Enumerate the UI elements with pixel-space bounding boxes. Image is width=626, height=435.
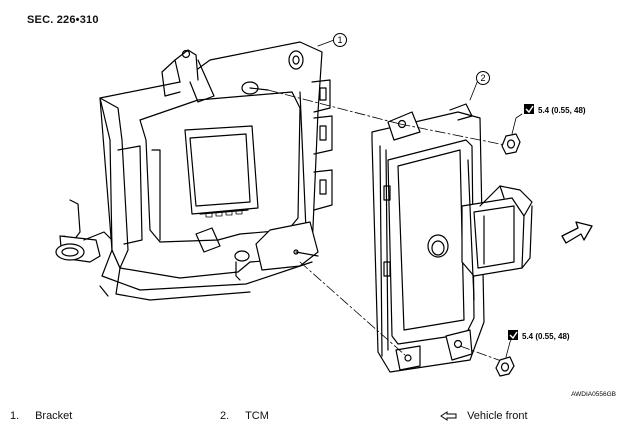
- nut-upper: [501, 133, 521, 155]
- legend-item-tcm: 2. TCM: [220, 410, 269, 422]
- legend-label: Bracket: [35, 410, 73, 422]
- torque-wrench-icon: [524, 104, 534, 114]
- legend-label: Vehicle front: [467, 410, 528, 422]
- image-code: AWDIA0556GB: [571, 391, 616, 398]
- vehicle-front-arrow-icon: [561, 221, 593, 244]
- legend-label: TCM: [245, 410, 269, 422]
- nut-lower: [495, 356, 515, 377]
- vehicle-front-arrow-icon: [440, 411, 457, 422]
- tcm-part: [371, 103, 533, 373]
- torque-spec-upper: 5.4 (0.55, 48): [538, 106, 586, 115]
- callout-1: 1: [337, 35, 342, 45]
- callout-2: 2: [480, 73, 485, 83]
- legend-item-vehicle-front: Vehicle front: [440, 410, 528, 422]
- torque-wrench-icon: [508, 330, 518, 340]
- tcm-installation-diagram: 1 2 5.4 (0.55, 48) 5.4 (0.55, 48) AWDIA0…: [55, 33, 616, 398]
- legend-item-bracket: 1. Bracket: [10, 410, 72, 422]
- bracket-part: [55, 41, 333, 301]
- legend-number: 2.: [220, 410, 230, 422]
- torque-spec-lower: 5.4 (0.55, 48): [522, 332, 570, 341]
- section-title: SEC. 226•310: [27, 14, 99, 26]
- legend-number: 1.: [10, 410, 20, 422]
